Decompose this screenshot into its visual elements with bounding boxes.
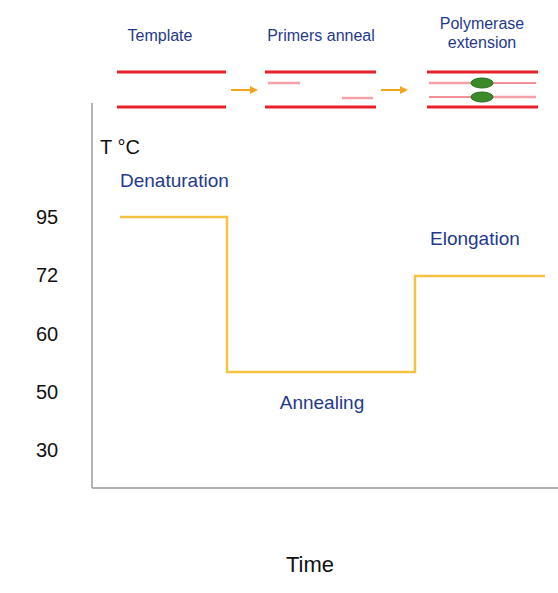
primers (268, 83, 536, 98)
polymerase (471, 78, 493, 102)
step-arrows (231, 86, 408, 94)
tick-label: 50 (22, 380, 72, 404)
tick-label: 30 (22, 438, 72, 462)
tick-label: 72 (22, 263, 72, 287)
dna-strands (117, 72, 538, 107)
step-label: Annealing (262, 392, 382, 415)
tick-label: 60 (22, 322, 72, 346)
axis-title: Time (250, 552, 370, 578)
step-label: Denaturation (120, 170, 229, 193)
tick-label: 95 (22, 205, 72, 229)
temperature-profile (120, 217, 545, 372)
stage-label: Template (110, 26, 210, 45)
stage-label: Polymerase extension (420, 14, 544, 52)
axes (92, 103, 558, 488)
stage-label: Primers anneal (262, 26, 380, 45)
axis-title: T °C (100, 135, 140, 159)
step-label: Elongation (430, 228, 520, 251)
